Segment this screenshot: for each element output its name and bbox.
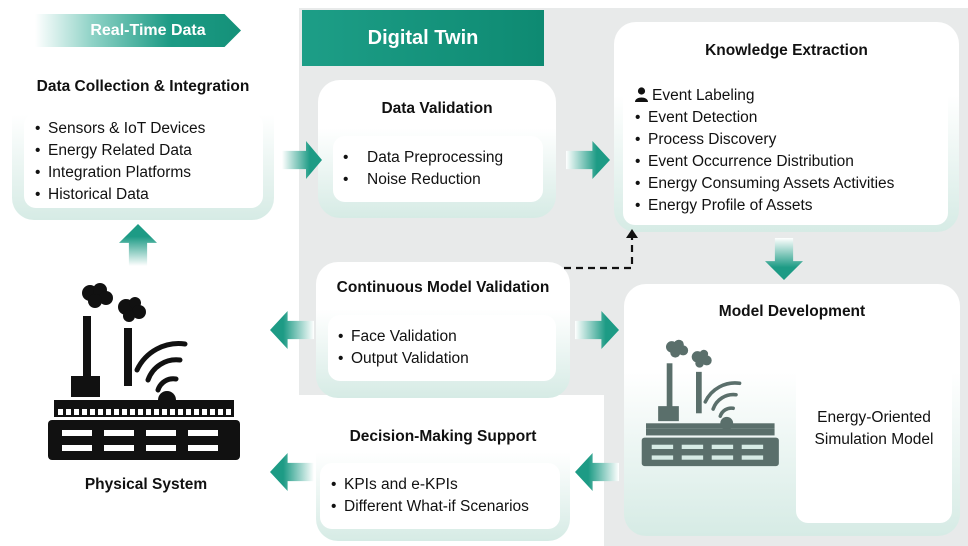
event-labeling-text: Event Labeling	[652, 87, 755, 104]
data-validation-list: Data Preprocessing Noise Reduction	[343, 147, 503, 191]
list-item: Output Validation	[338, 348, 469, 370]
model-development-title: Model Development	[718, 303, 866, 320]
real-time-data-banner: Real-Time Data	[35, 14, 241, 47]
data-validation-inner: Data Preprocessing Noise Reduction	[333, 136, 543, 202]
smoke-icon	[82, 283, 146, 322]
knowledge-extraction-title: Knowledge Extraction	[705, 42, 868, 59]
data-collection-panel: Data Collection & Integration Sensors & …	[12, 58, 274, 220]
list-item: Face Validation	[338, 326, 469, 348]
simulation-model-line: Simulation Model	[814, 431, 934, 448]
list-item: Different What-if Scenarios	[331, 496, 529, 518]
list-item: Energy Related Data	[35, 140, 205, 162]
data-validation-title: Data Validation	[381, 100, 493, 117]
data-collection-list: Sensors & IoT Devices Energy Related Dat…	[35, 118, 205, 206]
list-item: Process Discovery	[635, 129, 894, 151]
continuous-validation-list: Face Validation Output Validation	[338, 326, 469, 370]
wifi-signal-icon	[134, 341, 188, 393]
decision-support-title: Decision-Making Support	[349, 428, 537, 445]
factory-icon	[48, 283, 240, 460]
list-item: Event Occurrence Distribution	[635, 151, 894, 173]
model-development-panel: Model Development Energy-Oriented Simula…	[624, 284, 960, 536]
knowledge-extraction-list: Event Labeling Event Detection Process D…	[635, 85, 894, 217]
data-validation-panel: Data Validation Data Preprocessing Noise…	[318, 80, 556, 218]
list-item: Event Labeling	[635, 85, 894, 107]
smoke-icon	[666, 339, 712, 368]
list-item: Historical Data	[35, 184, 205, 206]
person-icon	[635, 87, 648, 102]
factory-icon	[641, 339, 779, 467]
simulation-model-box: Energy-Oriented Simulation Model	[796, 351, 952, 523]
arrow-to-data-collection	[119, 224, 157, 266]
list-item: Noise Reduction	[343, 169, 503, 191]
data-collection-inner: Sensors & IoT Devices Energy Related Dat…	[24, 113, 263, 208]
knowledge-extraction-inner: Event Labeling Event Detection Process D…	[623, 79, 948, 225]
data-collection-title: Data Collection & Integration	[36, 78, 250, 95]
list-item: Sensors & IoT Devices	[35, 118, 205, 140]
wifi-signal-icon	[703, 381, 742, 418]
digital-twin-banner: Digital Twin	[302, 10, 544, 66]
list-item: Event Detection	[635, 107, 894, 129]
decision-support-inner: KPIs and e-KPIs Different What-if Scenar…	[320, 463, 560, 529]
list-item: KPIs and e-KPIs	[331, 474, 529, 496]
list-item: Integration Platforms	[35, 162, 205, 184]
list-item: Energy Profile of Assets	[635, 195, 894, 217]
continuous-validation-inner: Face Validation Output Validation	[328, 315, 556, 381]
dashed-connector	[564, 229, 638, 270]
list-item: Data Preprocessing	[343, 147, 503, 169]
continuous-validation-panel: Continuous Model Validation Face Validat…	[316, 262, 570, 398]
decision-support-panel: Decision-Making Support KPIs and e-KPIs …	[316, 405, 570, 541]
simulation-model-label: Energy-Oriented Simulation Model	[796, 407, 952, 451]
continuous-validation-title: Continuous Model Validation	[336, 279, 550, 296]
physical-system-label: Physical System	[84, 476, 208, 493]
simulation-model-line: Energy-Oriented	[817, 409, 931, 426]
decision-support-list: KPIs and e-KPIs Different What-if Scenar…	[331, 474, 529, 518]
knowledge-extraction-panel: Knowledge Extraction Event Labeling Even…	[614, 22, 959, 232]
list-item: Energy Consuming Assets Activities	[635, 173, 894, 195]
